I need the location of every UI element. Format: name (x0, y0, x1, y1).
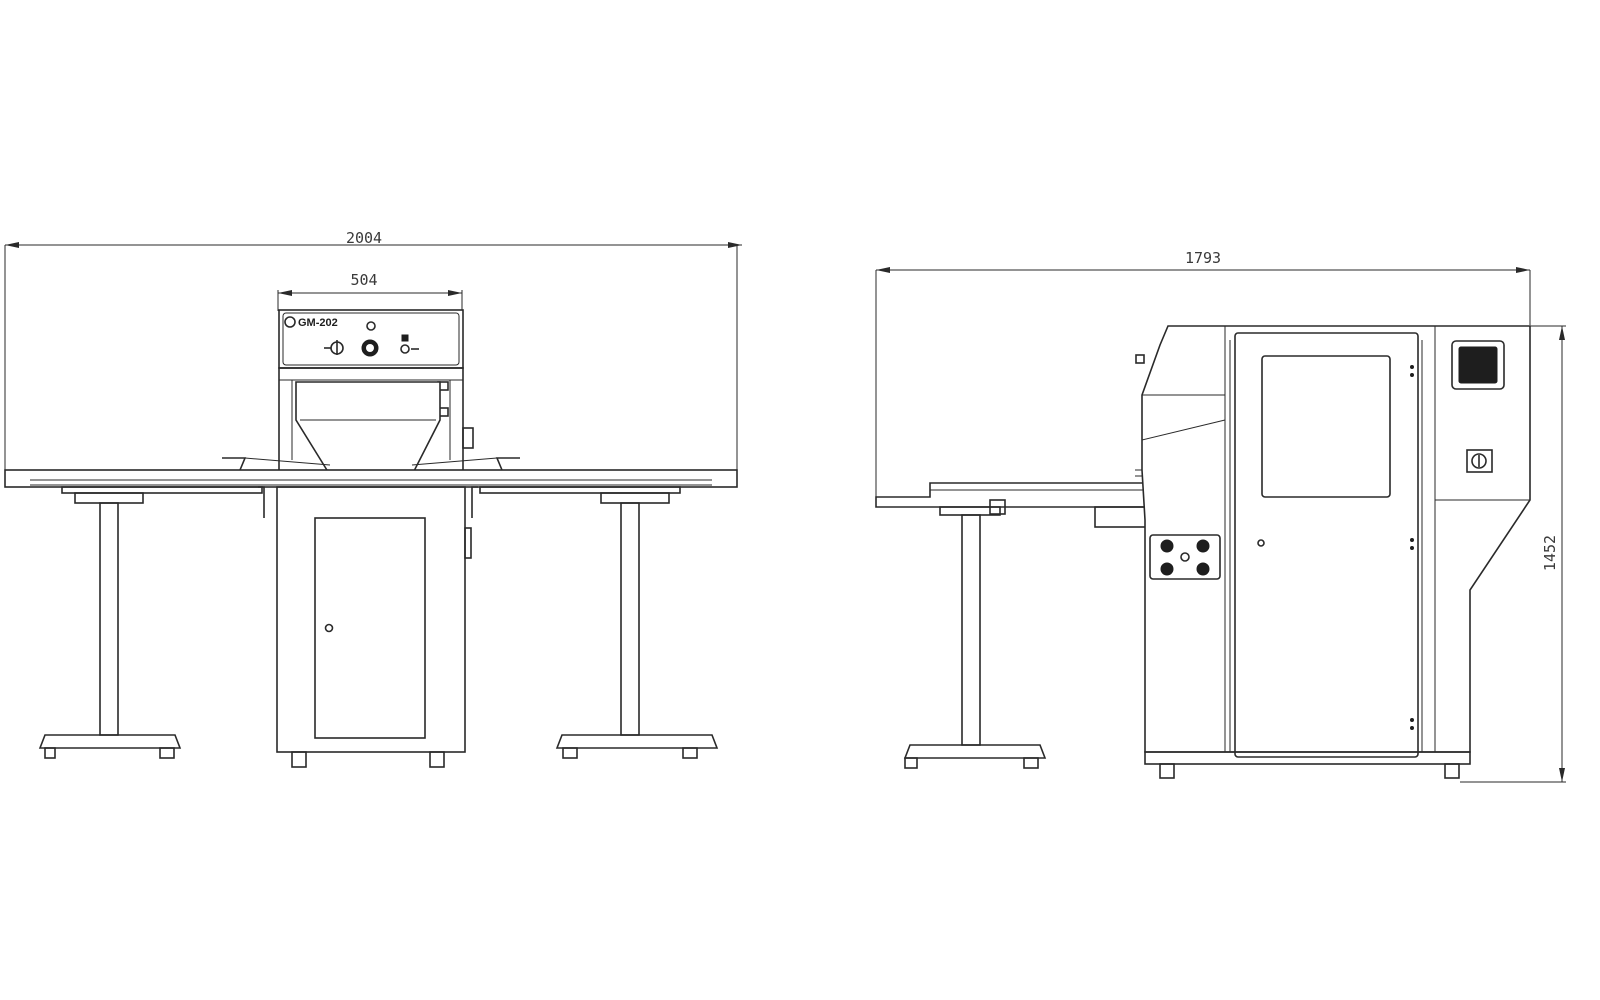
dimension-label-1452: 1452 (1541, 535, 1559, 571)
side-leg (903, 514, 1047, 769)
dimension-label-1793: 1793 (1185, 249, 1221, 267)
model-label: GM-202 (298, 317, 338, 329)
machine-body (1135, 325, 1531, 779)
emergency-stop-icon (361, 339, 379, 357)
hopper (295, 381, 441, 476)
dimension-overall-height: 1452 (1460, 325, 1566, 783)
dimension-head-width: 504 (277, 271, 463, 311)
dimension-overall-width: 2004 (4, 229, 742, 470)
side-view: 1793 1452 (875, 249, 1566, 783)
logo-icon (284, 316, 296, 328)
key-switch-icon (324, 340, 344, 355)
control-panel: GM-202 (278, 309, 464, 369)
side-control-box (1149, 534, 1221, 580)
right-leg (555, 502, 719, 759)
dimension-label-504: 504 (350, 271, 377, 289)
dimension-overall-depth: 1793 (875, 249, 1531, 500)
hmi-screen (1451, 340, 1505, 390)
side-door (1234, 332, 1419, 758)
front-view: 2004 504 GM-202 (4, 229, 742, 768)
door-knob-icon (324, 623, 334, 633)
angle-selector-icon (400, 334, 419, 354)
door-knob-icon (1257, 539, 1265, 547)
main-switch-icon (1466, 449, 1493, 473)
base-cabinet (276, 486, 472, 768)
dimension-label-2004: 2004 (346, 229, 382, 247)
front-table (4, 469, 738, 518)
head-frame (222, 367, 520, 481)
left-leg (38, 502, 182, 759)
cabinet-door (314, 517, 426, 739)
indicator-light-icon (366, 321, 376, 331)
door-window (1261, 355, 1391, 498)
